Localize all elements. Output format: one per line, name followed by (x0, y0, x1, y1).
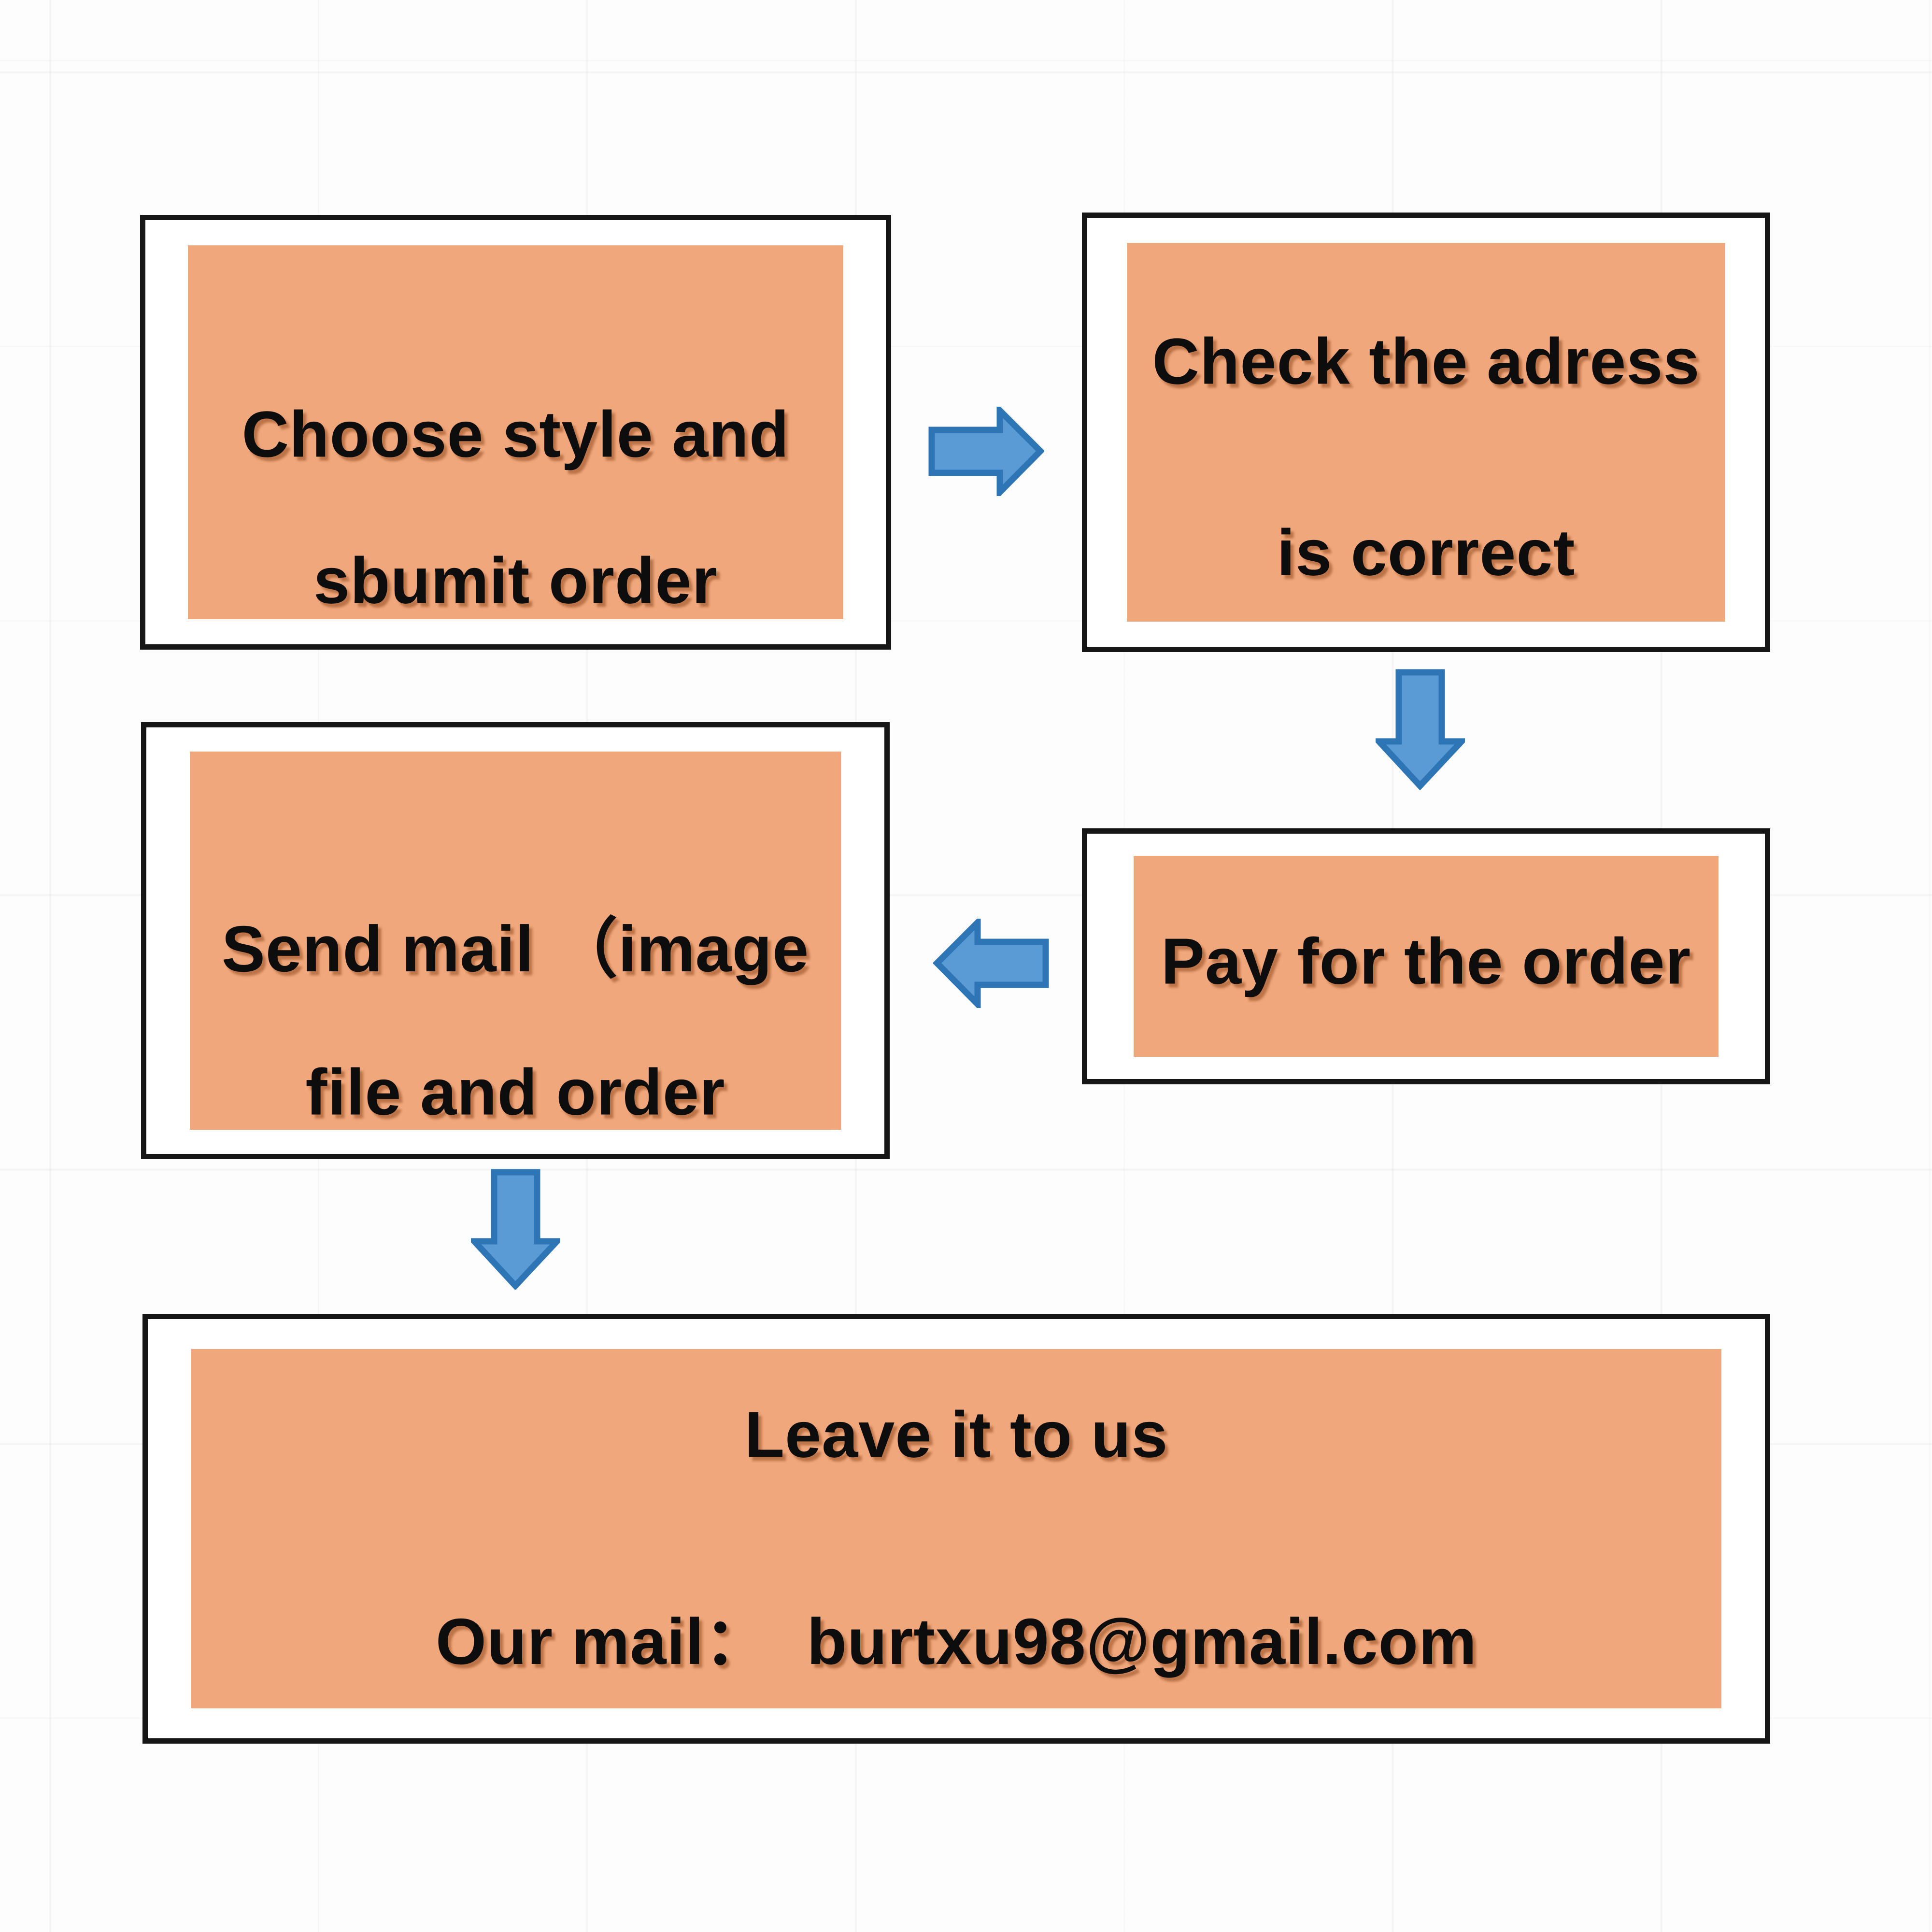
arrow-right-icon (928, 407, 1044, 496)
step-text: Pay for the order (1161, 924, 1691, 998)
step-box-fill (1134, 856, 1719, 1057)
step-box-send-mail: Send mail （image file and order (141, 722, 890, 1159)
step-box-check-address: Check the adress is correct (1082, 213, 1770, 652)
arrow-down-icon (1376, 669, 1465, 790)
step-text: sbumit order (313, 544, 718, 617)
step-box-choose-style: Choose style and sbumit order (140, 215, 891, 650)
step-text: file and order (305, 1055, 725, 1129)
arrow-down-icon (471, 1169, 560, 1290)
step-box-fill (190, 752, 841, 1130)
step-text: Check the adress (1152, 325, 1700, 398)
step-text: is correct (1277, 516, 1576, 589)
step-box-fill (191, 1349, 1721, 1708)
step-text: Choose style and (242, 398, 790, 471)
step-box-pay-order: Pay for the order (1082, 828, 1770, 1084)
step-text: Send mail （image (221, 912, 810, 985)
step-box-fill (188, 245, 843, 619)
arrow-left-icon (933, 919, 1049, 1008)
step-text: Our mail： burtxu98@gmail.com (435, 1605, 1477, 1678)
step-box-leave-it-to-us: Leave it to us Our mail： burtxu98@gmail.… (142, 1314, 1770, 1744)
step-text: Leave it to us (744, 1398, 1168, 1471)
step-box-fill (1127, 243, 1725, 622)
